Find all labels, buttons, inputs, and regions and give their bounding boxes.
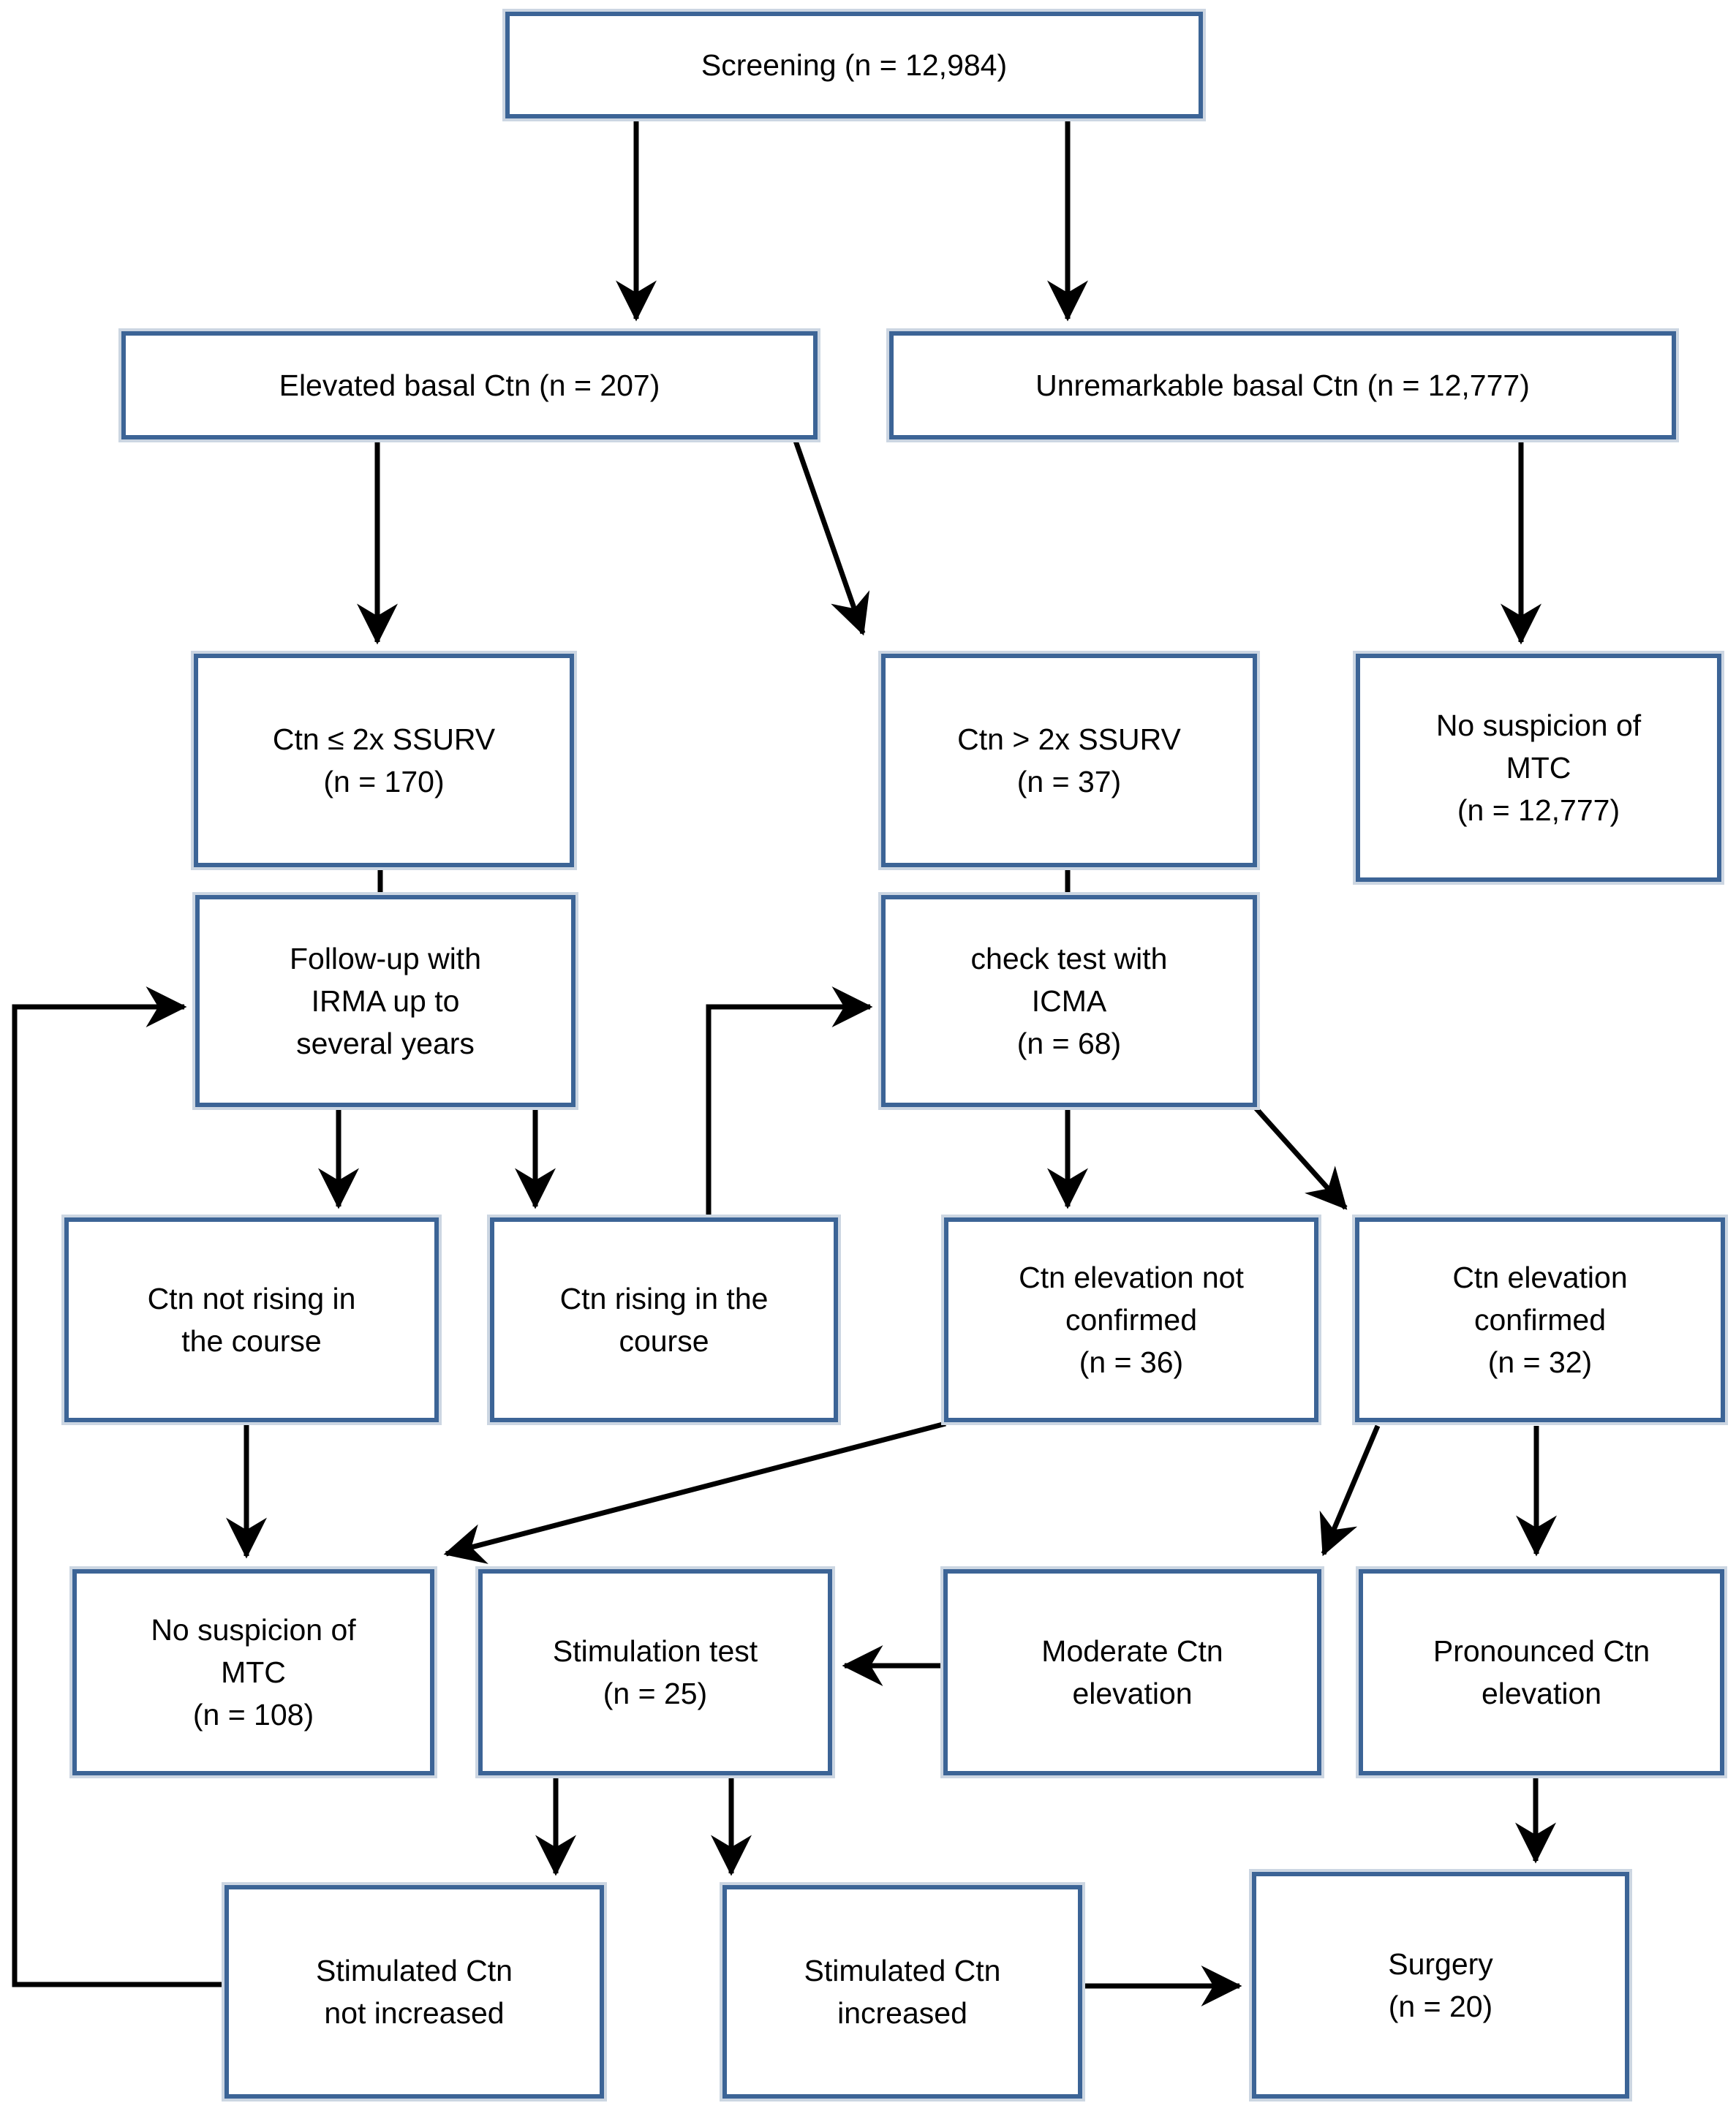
node-ctn-le-2x-ssurv: Ctn ≤ 2x SSURV (n = 170) bbox=[194, 654, 574, 867]
arrow-elevated-to-ctn-gt-2x bbox=[793, 439, 870, 636]
node-ctn-elevation-confirmed: Ctn elevation confirmed (n = 32) bbox=[1355, 1217, 1725, 1422]
arrow-rising-to-check-test bbox=[706, 986, 873, 1217]
node-no-suspicion-mtc-12777: No suspicion of MTC (n = 12,777) bbox=[1356, 654, 1721, 882]
node-screening: Screening (n = 12,984) bbox=[505, 12, 1203, 118]
node-ctn-elevation-not-confirmed: Ctn elevation not confirmed (n = 36) bbox=[944, 1217, 1318, 1422]
arrow-check-test-to-confirmed bbox=[1253, 1105, 1348, 1210]
node-ctn-rising: Ctn rising in the course bbox=[490, 1217, 838, 1422]
arrow-not-increased-feedback-to-followup bbox=[12, 986, 224, 1987]
node-ctn-gt-2x-ssurv: Ctn > 2x SSURV (n = 37) bbox=[881, 654, 1257, 867]
node-followup-irma: Follow-up with IRMA up to several years bbox=[195, 895, 575, 1107]
node-ctn-not-rising: Ctn not rising in the course bbox=[64, 1217, 439, 1422]
node-pronounced-ctn-elevation: Pronounced Ctn elevation bbox=[1359, 1569, 1724, 1775]
node-check-test-icma: check test with ICMA (n = 68) bbox=[881, 895, 1257, 1107]
node-stimulated-ctn-increased: Stimulated Ctn increased bbox=[722, 1885, 1082, 2099]
node-stimulated-ctn-not-increased: Stimulated Ctn not increased bbox=[224, 1885, 604, 2099]
node-moderate-ctn-elevation: Moderate Ctn elevation bbox=[943, 1569, 1321, 1775]
node-surgery: Surgery (n = 20) bbox=[1252, 1872, 1629, 2099]
node-unremarkable-basal-ctn: Unremarkable basal Ctn (n = 12,777) bbox=[889, 331, 1676, 439]
arrow-confirmed-to-moderate bbox=[1319, 1424, 1381, 1557]
arrow-not-confirmed-to-no-suspicion-108 bbox=[443, 1421, 946, 1564]
node-elevated-basal-ctn: Elevated basal Ctn (n = 207) bbox=[121, 331, 818, 439]
node-no-suspicion-mtc-108: No suspicion of MTC (n = 108) bbox=[72, 1569, 434, 1775]
node-stimulation-test: Stimulation test (n = 25) bbox=[478, 1569, 832, 1775]
